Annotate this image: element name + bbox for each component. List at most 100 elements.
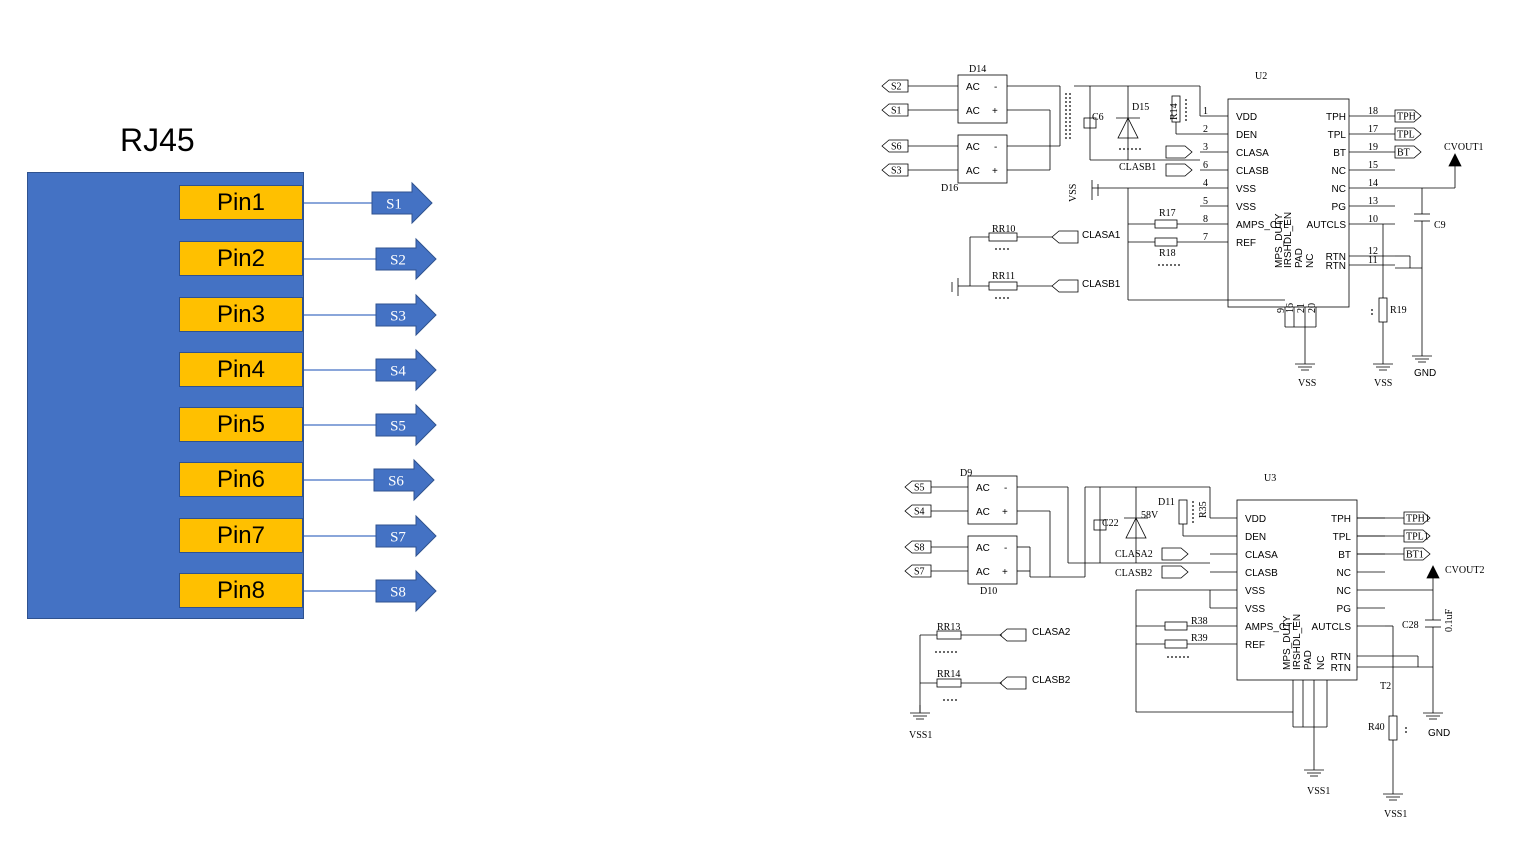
u3-r35 — [1178, 499, 1188, 525]
u2-pin-name-nc: NC — [1332, 166, 1346, 177]
u2-clasb1-label: CLASB1 — [1082, 279, 1121, 290]
u2-pin-num-11: 11 — [1368, 255, 1378, 266]
u2-bridge-d14 — [957, 74, 1008, 124]
u3-pin-name-tph-0: TPH — [1331, 514, 1351, 525]
u2-c9-label: C9 — [1434, 220, 1446, 231]
u2-pin-num-5: 5 — [1203, 196, 1208, 207]
u3-clasa2-label: CLASA2 — [1032, 627, 1071, 638]
u3-pin-name-pg-5: PG — [1337, 604, 1352, 615]
u3-gnd-label: GND — [1428, 728, 1450, 739]
u2-dots-b — [1065, 129, 1067, 131]
u3-clasb2-label: CLASB2 — [1032, 675, 1071, 686]
u3-port-tph1-label: TPH1 — [1406, 514, 1430, 525]
u3-bridge-a-ac1: AC — [976, 483, 990, 494]
u2-c6-label: C6 — [1092, 112, 1104, 123]
u2-port-s2-label: S2 — [891, 82, 902, 93]
u2-port-tph-label: TPH — [1397, 112, 1416, 123]
u2-pin-name-clasa: CLASA — [1236, 148, 1269, 159]
signal-arrow-s7 — [375, 514, 437, 558]
u2-pin-num-8: 8 — [1203, 214, 1208, 225]
u3-r38-label: R38 — [1191, 616, 1208, 627]
u2-d15-dots — [1123, 148, 1125, 150]
u2-port-s6-label: S6 — [891, 142, 902, 153]
u2-dots-a — [1069, 133, 1071, 135]
signal-label-s3: S3 — [390, 309, 406, 325]
u2-bridge-b-plus: + — [992, 166, 998, 177]
u2-dots-a — [1069, 105, 1071, 107]
u2-pin-name-autcls: AUTCLS — [1307, 220, 1347, 231]
pin-2: Pin2 — [179, 241, 303, 276]
u3-r39-dots — [1183, 656, 1185, 658]
u2-pin-name-tph: TPH — [1326, 112, 1346, 123]
u3-pin-name-clasa-2: CLASA — [1245, 550, 1278, 561]
u2-rr10-dots — [999, 248, 1001, 250]
u3-pin-name-nc-4: NC — [1337, 586, 1351, 597]
u2-r18-dots — [1162, 264, 1164, 266]
u3-r35-dots — [1192, 501, 1194, 503]
u2-pin-name-vdd: VDD — [1236, 112, 1257, 123]
u2-pin-name-tpl: TPL — [1328, 130, 1347, 141]
rj45-title: RJ45 — [120, 122, 195, 158]
u2-dots-b — [1065, 137, 1067, 139]
u3-bridge-d9 — [967, 475, 1018, 525]
u2-dots-a — [1069, 117, 1071, 119]
u3-cvout-label: CVOUT2 — [1445, 565, 1484, 576]
u2-rr11-dots — [995, 297, 997, 299]
u2-rr11 — [988, 281, 1018, 291]
u3-bridge-b-minus: - — [1004, 543, 1007, 554]
u2-pin-num-17: 17 — [1368, 124, 1378, 135]
u2-pin-num-7: 7 — [1203, 232, 1208, 243]
u3-port-tph1 — [1403, 511, 1431, 525]
u3-bridge-d10 — [967, 535, 1018, 585]
pin-7: Pin7 — [179, 518, 303, 553]
u2-dots-a — [1069, 101, 1071, 103]
u2-dots-a — [1069, 121, 1071, 123]
ic-u2 — [1227, 98, 1350, 308]
u2-pin-name-bt: BT — [1333, 148, 1346, 159]
signal-arrow-s8 — [375, 569, 437, 613]
u2-dots-a — [1069, 113, 1071, 115]
u3-rr14-dots — [943, 699, 945, 701]
u2-pin-name-vss: VSS — [1236, 184, 1256, 195]
u2-clasb-in-label: CLASB1 — [1119, 162, 1156, 173]
u2-port-s1-label: S1 — [891, 106, 902, 117]
pin-3: Pin3 — [179, 297, 303, 332]
u2-dots-a — [1069, 109, 1071, 111]
u2-d15-dots — [1127, 148, 1129, 150]
u2-vss-a-label: VSS — [1298, 378, 1316, 389]
u3-c28-val: 0.1uF — [1444, 609, 1455, 633]
signal-arrow-s6 — [373, 458, 435, 502]
u3-c22 — [1093, 519, 1107, 531]
u3-r38 — [1164, 621, 1188, 631]
u3-pin-name-rtn-7: RTN — [1331, 652, 1351, 663]
u2-vss-b-label: VSS — [1374, 378, 1392, 389]
ic-u2-ref: U2 — [1255, 71, 1267, 82]
u3-pin-name-nc: NC — [1316, 656, 1327, 670]
u3-bridge-b-plus: + — [1002, 567, 1008, 578]
u2-r14-label: R14 — [1169, 103, 1180, 120]
u3-r40 — [1388, 715, 1398, 741]
u2-dots-b — [1065, 109, 1067, 111]
u2-r14-dots — [1185, 103, 1187, 105]
u2-pin-name-rtn: RTN — [1326, 261, 1346, 272]
u3-c22-label: C22 — [1102, 518, 1119, 529]
u3-rr13-label: RR13 — [937, 622, 960, 633]
u2-dots-a — [1069, 129, 1071, 131]
u3-rr13-dots — [955, 651, 957, 653]
u2-dots-b — [1065, 113, 1067, 115]
u2-r14-dots — [1185, 107, 1187, 109]
u2-pin-name-ref: REF — [1236, 238, 1256, 249]
u2-pin-num-6: 6 — [1203, 160, 1208, 171]
u3-rr13-dots — [947, 651, 949, 653]
u3-d11-label: D11 — [1158, 497, 1175, 508]
signal-arrow-s2 — [375, 237, 437, 281]
u3-vss-mid-label: VSS1 — [1307, 786, 1330, 797]
u2-pin-name-pad: PAD — [1294, 248, 1305, 268]
u3-rr14 — [936, 678, 962, 688]
u2-bridge-a-ac1: AC — [966, 82, 980, 93]
u2-pin-num-20: 20 — [1307, 303, 1318, 313]
u2-clasb-port — [1165, 163, 1193, 177]
u3-r35-dots — [1192, 513, 1194, 515]
u3-pin-name-amps_ctl-6: AMPS_CTL — [1245, 622, 1298, 633]
